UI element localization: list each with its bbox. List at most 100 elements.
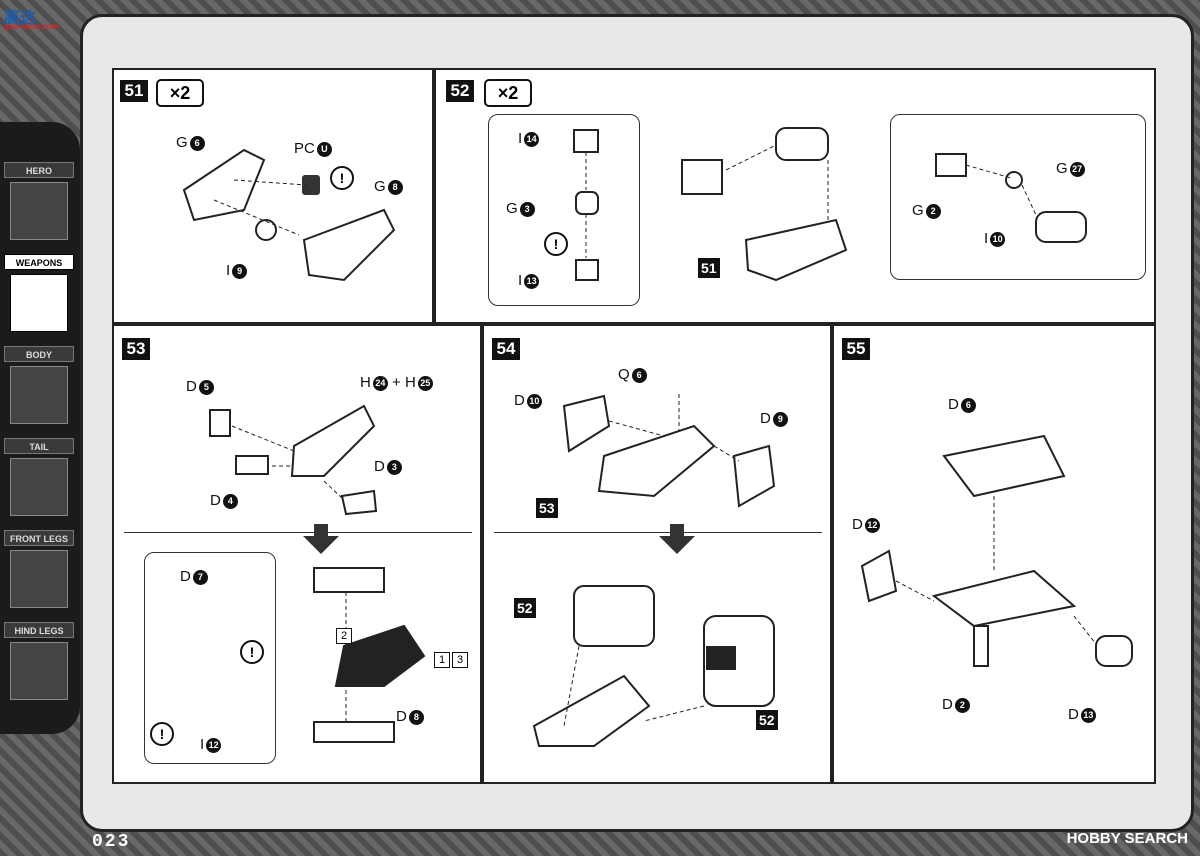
sidebar-item-front-legs[interactable]: FRONT LEGS — [4, 530, 74, 612]
part-letter: D — [374, 458, 385, 475]
page-number: 023 — [92, 832, 131, 852]
part-letter: G — [506, 200, 518, 217]
sidebar-item-tail[interactable]: TAIL — [4, 438, 74, 520]
site-logo: 高达 — [4, 10, 37, 27]
quantity-multiplier: ×2 — [156, 79, 204, 107]
plus-sign: + — [392, 374, 401, 391]
sidebar-item-label: HIND LEGS — [4, 622, 74, 638]
sidebar-item-hind-legs[interactable]: HIND LEGS — [4, 622, 74, 704]
part-number: 6 — [189, 135, 205, 151]
caution-icon: ! — [330, 166, 354, 190]
body-icon — [10, 366, 68, 424]
sidebar-item-label: BODY — [4, 346, 74, 362]
part-letter: G — [374, 178, 386, 195]
part-letter: I — [518, 130, 523, 147]
step-ref-52: 52 — [756, 710, 778, 730]
watermark: HOBBY SEARCH — [1066, 830, 1188, 847]
part-number: 5 — [198, 379, 214, 395]
weapons-icon — [10, 274, 68, 332]
sequence-step-1: 1 — [434, 652, 450, 668]
step-number: 54 — [492, 338, 520, 360]
part-letter: D — [514, 392, 525, 409]
part-letter: H — [360, 374, 371, 391]
site-logo-sub: gao-shou.com — [4, 22, 59, 31]
part-letter: D — [948, 396, 959, 413]
part-number: 27 — [1069, 161, 1085, 177]
part-number: 3 — [386, 459, 402, 475]
part-number: 12 — [206, 737, 222, 753]
sidebar-item-label: FRONT LEGS — [4, 530, 74, 546]
part-letter: D — [1068, 706, 1079, 723]
sidebar-item-label: TAIL — [4, 438, 74, 454]
hind-legs-icon — [10, 642, 68, 700]
part-letter: I — [518, 272, 523, 289]
part-drawing-51 — [182, 148, 396, 282]
part-number: 3 — [519, 201, 535, 217]
detail-callout-right — [890, 114, 1146, 280]
part-number: 2 — [954, 697, 970, 713]
part-number: 7 — [192, 569, 208, 585]
down-arrow-stem — [314, 524, 328, 536]
sequence-step-3: 3 — [452, 652, 468, 668]
part-letter: D — [942, 696, 953, 713]
step-ref-51: 51 — [698, 258, 720, 278]
down-arrow-icon — [303, 536, 339, 554]
down-arrow-icon — [659, 536, 695, 554]
part-letter: I — [984, 230, 989, 247]
part-number: 25 — [417, 375, 433, 391]
part-number: 6 — [631, 367, 647, 383]
part-number: 9 — [772, 411, 788, 427]
front-legs-icon — [10, 550, 68, 608]
part-letter: D — [210, 492, 221, 509]
sidebar-item-label: WEAPONS — [4, 254, 74, 270]
sidebar-item-weapons[interactable]: WEAPONS — [4, 254, 74, 336]
down-arrow-stem — [670, 524, 684, 536]
step-number: 51 — [120, 80, 148, 102]
part-number: 9 — [232, 263, 248, 279]
part-letter: PC — [294, 140, 315, 157]
part-letter: D — [180, 568, 191, 585]
part-number: 14 — [524, 131, 540, 147]
section-sidebar: HERO WEAPONS BODY TAIL FRONT LEGS HIND L… — [0, 122, 80, 734]
caution-icon: ! — [544, 232, 568, 256]
sidebar-item-hero[interactable]: HERO — [4, 162, 74, 244]
part-number: 13 — [1080, 707, 1096, 723]
part-number: 10 — [990, 231, 1006, 247]
step-ref-52: 52 — [514, 598, 536, 618]
part-number: 13 — [524, 273, 540, 289]
part-number: 8 — [387, 179, 403, 195]
step-number: 53 — [122, 338, 150, 360]
quantity-multiplier: ×2 — [484, 79, 532, 107]
detail-callout-left — [488, 114, 640, 306]
part-letter: D — [186, 378, 197, 395]
part-number: 8 — [408, 709, 424, 725]
step-number: 55 — [842, 338, 870, 360]
part-drawing-54 — [532, 394, 776, 747]
part-letter: G — [176, 134, 188, 151]
sequence-step-2: 2 — [336, 628, 352, 644]
part-number: 12 — [864, 517, 880, 533]
caution-icon: ! — [240, 640, 264, 664]
part-letter: I — [200, 736, 205, 753]
sidebar-item-body[interactable]: BODY — [4, 346, 74, 428]
part-number: 6 — [960, 397, 976, 413]
